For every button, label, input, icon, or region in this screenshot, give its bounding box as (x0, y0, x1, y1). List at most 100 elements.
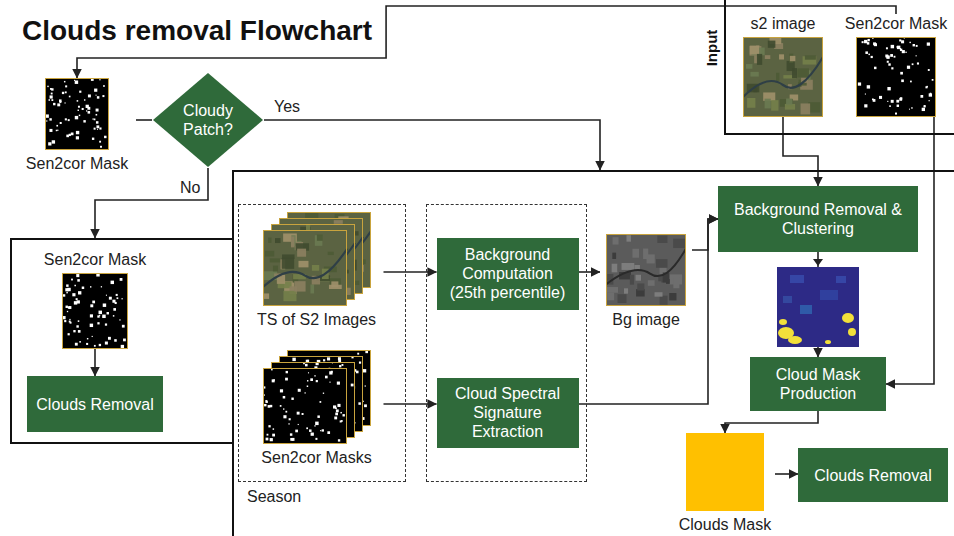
cloud-pixel (90, 286, 91, 287)
cloud-pixel (339, 420, 341, 422)
cloud-pixel (913, 44, 915, 46)
cloud-pixel (108, 337, 111, 340)
cluster-noise (800, 305, 812, 314)
cloud-pixel (315, 421, 318, 424)
node-label: Cloud Spectral Signature Extraction (445, 384, 571, 441)
cloud-pixel (922, 108, 925, 111)
cloud-pixel (79, 115, 80, 116)
cloud-pixel (891, 100, 894, 103)
cloud-pixel (96, 125, 99, 128)
cloud-pixel (96, 114, 98, 116)
cloud-pixel (92, 118, 93, 119)
cloud-pixel (79, 91, 81, 93)
cloud-pixel (285, 377, 288, 380)
cloud-pixel (64, 81, 65, 82)
cloud-pixel (117, 297, 119, 299)
field-patch (333, 220, 342, 224)
cloud-pixel (50, 95, 53, 98)
image-node: Clouds Mask (675, 433, 775, 534)
cloud-pixel (88, 94, 91, 97)
cloud-pixel (317, 415, 319, 417)
cloud-pixel (68, 119, 70, 121)
cloud-pixel (92, 301, 95, 304)
image-thumbnail (686, 433, 764, 511)
gray-patch (613, 237, 619, 244)
connector-arrow (95, 168, 208, 238)
cloud-pixel (337, 439, 339, 441)
cloud-pixel (78, 110, 79, 111)
cloud-pixel (279, 405, 281, 407)
cloud-pixel (305, 363, 308, 366)
cloud-pixel (909, 42, 910, 43)
cloud-pixel (75, 116, 78, 119)
field-patch (290, 236, 294, 247)
gray-patch (669, 293, 676, 300)
cloud-pixel (111, 281, 114, 284)
cloud-pixel (862, 41, 864, 43)
cloud-cluster (842, 313, 854, 323)
cloud-pixel (63, 294, 65, 296)
cloud-pixel (87, 338, 88, 339)
cloud-pixel (873, 42, 876, 45)
cloud-pixel (895, 113, 897, 115)
cloud-pixel (897, 46, 900, 49)
cloud-pixel (66, 306, 68, 308)
cloud-pixel (68, 333, 70, 335)
cloud-pixel (920, 95, 923, 98)
connector-arrow (136, 119, 152, 121)
cloud-pixel (66, 284, 68, 286)
cloud-pixel (902, 50, 905, 53)
field-patch (801, 103, 811, 114)
cloud-pixel (65, 91, 67, 93)
gray-patch (626, 235, 630, 241)
diagram-title: Clouds removal Flowchart (22, 14, 372, 48)
cloud-pixel (90, 324, 93, 327)
cloud-pixel (86, 343, 88, 345)
cloud-pixel (288, 418, 290, 420)
cloud-pixel (321, 429, 323, 431)
cloud-pixel (65, 288, 68, 291)
group-heading: Input (703, 25, 721, 71)
gray-patch (622, 263, 635, 270)
cloud-pixel (97, 96, 99, 98)
cloud-pixel (329, 371, 332, 374)
cloud-pixel (114, 339, 117, 342)
cloud-pixel (315, 363, 316, 364)
cloud-pixel (310, 432, 313, 435)
cloud-pixel (329, 381, 330, 382)
cloud-pixel (97, 315, 99, 317)
cloud-pixel (101, 286, 102, 287)
cloud-pixel (45, 114, 48, 117)
connector-arrow (692, 219, 718, 250)
cloud-pixel (291, 437, 294, 440)
field-patch (805, 55, 816, 59)
group-box: Sen2cor MaskClouds Removal (10, 238, 234, 444)
cloud-pixel (83, 120, 85, 122)
cloud-pixel (66, 135, 69, 138)
cloud-pixel (272, 428, 273, 429)
cloud-pixel (891, 45, 894, 48)
image-node: TS of S2 Images (250, 212, 384, 329)
cloud-pixel (867, 42, 869, 44)
cloud-pixel (76, 325, 78, 327)
cloud-pixel (97, 129, 98, 130)
cloud-pixel (283, 415, 286, 418)
gray-patch (643, 249, 648, 260)
cloud-pixel (99, 79, 100, 80)
cloud-pixel (49, 129, 52, 132)
cloud-pixel (78, 330, 81, 333)
connector-arrow (775, 473, 798, 475)
field-patch (294, 281, 305, 291)
cloud-pixel (894, 56, 896, 58)
image-frame (744, 38, 823, 117)
cloud-pixel (291, 397, 293, 399)
connector-arrow (783, 117, 818, 186)
field-patch (331, 281, 338, 287)
cloud-pixel (122, 325, 125, 328)
cloud-pixel (296, 411, 299, 414)
cloud-pixel (77, 279, 80, 282)
gray-patch (612, 253, 616, 259)
image-frame (263, 230, 346, 305)
cloud-pixel (867, 85, 870, 88)
cloud-pixel (103, 316, 104, 317)
